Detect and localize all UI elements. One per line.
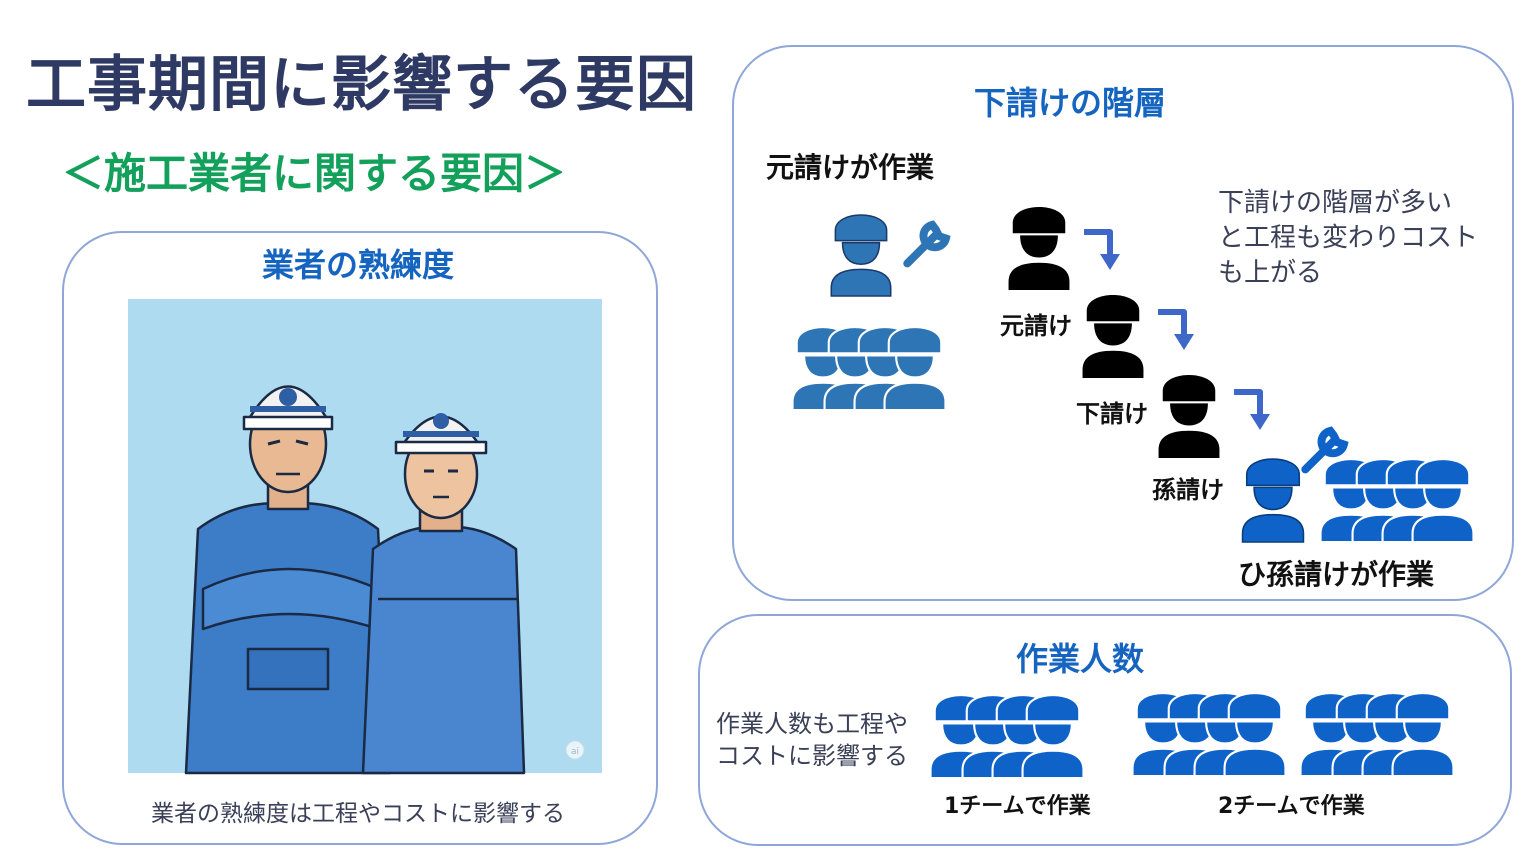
hierarchy-panel-title: 下請けの階層	[973, 84, 1166, 122]
senior-worker-figure	[184, 385, 392, 775]
team1-label: 1チームで作業	[944, 794, 1091, 819]
workers-panel-title: 作業人数	[1015, 640, 1144, 678]
hierarchy-description-line: 下請けの階層が多い	[1218, 188, 1453, 218]
workers-description: 作業人数も工程や コストに影響する	[716, 708, 908, 772]
prime-contractor-work-label: 元請けが作業	[766, 151, 935, 184]
workers-description-line: コストに影響する	[716, 742, 908, 770]
hierarchy-description-line: も上がる	[1218, 258, 1323, 288]
prime-foreman-worker-icon	[830, 214, 892, 297]
wrench-icon	[905, 218, 955, 268]
skill-panel-caption: 業者の熟練度は工程やコストに影響する	[151, 801, 565, 827]
team1-worker-icon	[1021, 693, 1085, 780]
team2b-worker-icon	[1391, 691, 1455, 778]
down-right-arrow-icon	[1158, 309, 1194, 350]
final-work-label: ひ孫請けが作業	[1238, 558, 1435, 591]
tier-label-prime: 元請け	[1000, 312, 1072, 340]
sub-subcontractor-icon	[1158, 375, 1220, 458]
down-right-arrow-icon	[1084, 229, 1120, 270]
tier-label-sub-sub: 孫請け	[1152, 476, 1224, 504]
workers-illustration: ai	[128, 299, 602, 775]
down-right-arrow-icon	[1234, 389, 1270, 430]
team2-label: 2チームで作業	[1218, 794, 1365, 819]
prime-contractor-icon	[1008, 207, 1070, 290]
hierarchy-description: 下請けの階層が多い と工程も変わりコスト も上がる	[1218, 186, 1478, 291]
junior-worker-figure	[361, 413, 526, 775]
hierarchy-description-line: と工程も変わりコスト	[1218, 223, 1479, 253]
subcontractor-icon	[1082, 295, 1144, 378]
ai-badge	[565, 740, 585, 760]
team2a-worker-icon	[1223, 691, 1287, 778]
prime-crew-worker-icon	[883, 325, 947, 412]
final-foreman-worker-icon	[1241, 458, 1305, 543]
tier-label-sub: 下請け	[1076, 400, 1148, 428]
skill-panel-title: 業者の熟練度	[261, 246, 454, 284]
ai-badge-label: ai	[571, 747, 579, 757]
page-title: 工事期間に影響する要因	[26, 50, 697, 120]
workers-description-line: 作業人数も工程や	[716, 710, 908, 738]
page-subtitle: ＜施工業者に関する要因＞	[62, 149, 567, 198]
final-crew-worker-icon	[1411, 457, 1475, 544]
